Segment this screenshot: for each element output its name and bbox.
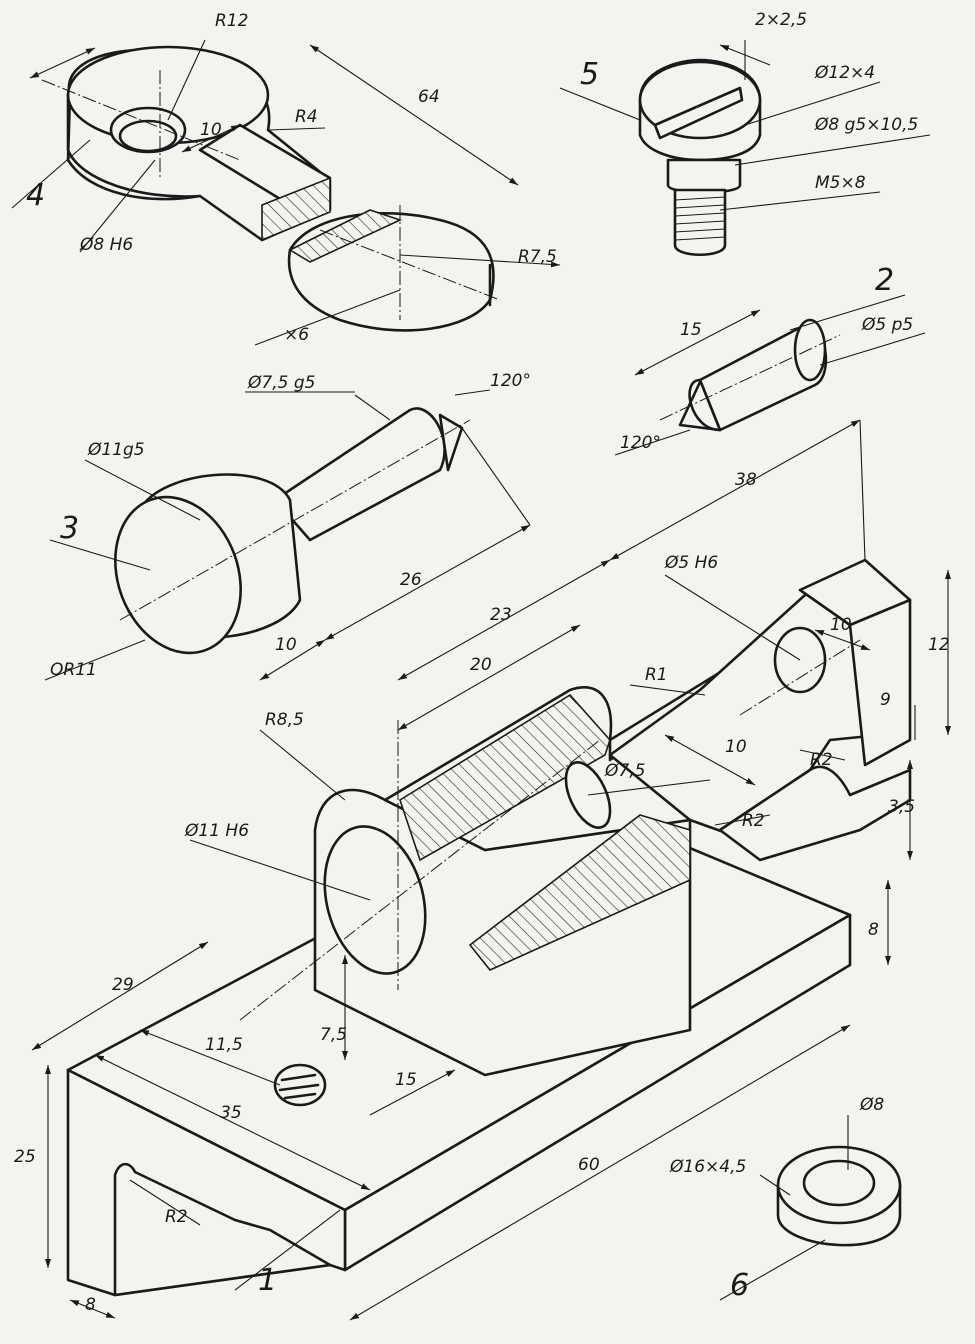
part3-dim-10: 10: [275, 635, 297, 655]
part1-dim-29: 29: [112, 975, 134, 995]
part3-number: 3: [60, 511, 79, 546]
part1-dim-8-base: 8: [868, 920, 879, 940]
part2-number: 2: [875, 263, 894, 298]
part1-number: 1: [258, 1263, 277, 1298]
part1-dim-hole-7-5: Ø7,5: [604, 761, 645, 781]
part5-dim-thread: M5×8: [815, 173, 866, 193]
part2-dim-angle: 120°: [620, 433, 661, 453]
part1-dim-r2-a: R2: [810, 750, 833, 770]
part-3: Ø7,5 g5 120° Ø11g5 26 10 OR11 3: [44, 371, 531, 681]
part-5: 2×2,5 Ø12×4 Ø8 g5×10,5 M5×8 5: [559, 10, 931, 256]
part1-dim-38: 38: [735, 470, 757, 490]
part1-dim-r8-5: R8,5: [265, 710, 304, 730]
part-1: 29 25 8 R2 11,5 35 7,5 15 60 8 R8,5 Ø11 …: [14, 419, 951, 1321]
part-2: 15 Ø5 p5 120° 2: [614, 263, 926, 456]
part1-dim-9: 9: [880, 690, 891, 710]
part1-dim-r1: R1: [645, 665, 668, 685]
part3-dim-shaft: Ø7,5 g5: [247, 373, 315, 393]
part1-dim-7-5: 7,5: [320, 1025, 347, 1045]
part3-dim-sphere: OR11: [50, 660, 97, 680]
part4-number: 4: [26, 178, 45, 213]
part1-dim-10-tab: 10: [830, 615, 852, 635]
part-6: Ø8 Ø16×4,5 6: [669, 1095, 902, 1303]
part1-dim-12: 12: [928, 635, 950, 655]
part4-dim-x6: ×6: [284, 325, 309, 345]
part1-dim-35: 35: [220, 1103, 242, 1123]
part6-dim-outer: Ø16×4,5: [669, 1157, 746, 1177]
part3-dim-angle: 120°: [490, 371, 531, 391]
part2-dim-dia: Ø5 p5: [861, 315, 913, 335]
part1-dim-r2-bottom: R2: [165, 1207, 188, 1227]
part1-dim-3-5: 3,5: [888, 797, 915, 817]
part-4: R12 10 R4 64 R7,5 ×6 Ø8 H6 4: [11, 11, 561, 346]
part5-dim-neck: Ø8 g5×10,5: [814, 115, 918, 135]
part4-dim-r12: R12: [215, 11, 248, 31]
part1-dim-hole-5: Ø5 H6: [664, 553, 718, 573]
part4-dim-10: 10: [200, 120, 222, 140]
part3-dim-head: Ø11g5: [87, 440, 145, 460]
part4-dim-r4: R4: [295, 107, 318, 127]
part1-dim-11-5: 11,5: [205, 1035, 243, 1055]
part5-dim-slot: 2×2,5: [755, 10, 807, 30]
part1-dim-8: 8: [85, 1295, 96, 1315]
part1-dim-bore: Ø11 H6: [184, 821, 249, 841]
part5-dim-head: Ø12×4: [814, 63, 875, 83]
part1-dim-15: 15: [395, 1070, 417, 1090]
part3-dim-26: 26: [400, 570, 422, 590]
part4-dim-r7-5: R7,5: [518, 247, 557, 267]
part1-dim-r2-b: R2: [742, 811, 765, 831]
part5-number: 5: [580, 57, 599, 92]
part1-dim-60: 60: [578, 1155, 600, 1175]
part4-dim-64: 64: [418, 87, 440, 107]
part2-dim-len: 15: [680, 320, 702, 340]
part4-dim-hole: Ø8 H6: [79, 235, 133, 255]
part1-dim-25: 25: [14, 1147, 36, 1167]
part1-dim-20: 20: [470, 655, 492, 675]
part6-number: 6: [730, 1268, 749, 1303]
part1-dim-23: 23: [490, 605, 512, 625]
part1-dim-10-gap: 10: [725, 737, 747, 757]
part6-dim-inner: Ø8: [859, 1095, 884, 1115]
